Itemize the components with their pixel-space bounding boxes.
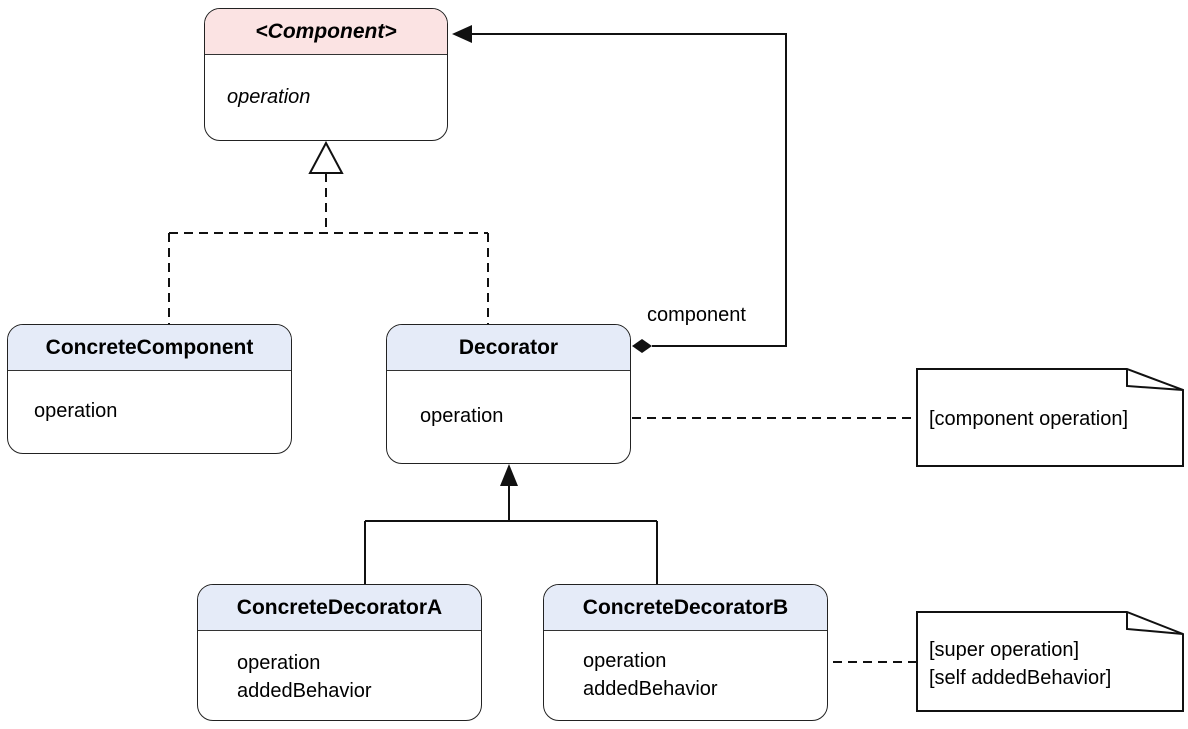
concrete-decorator-b-class-box: ConcreteDecoratorB — [543, 584, 828, 721]
note-decorator-b — [916, 611, 1184, 712]
note-decorator — [916, 368, 1184, 467]
decorator-class-title: Decorator — [387, 325, 630, 371]
decorator-operation: operation — [420, 405, 504, 427]
concrete-decorator-a-added-behavior: addedBehavior — [237, 680, 372, 702]
aggregation-connector — [470, 33, 787, 347]
concrete-decorator-b-added-behavior: addedBehavior — [583, 678, 718, 700]
aggregation-diamond — [632, 339, 652, 353]
concrete-component-class-title: ConcreteComponent — [8, 325, 291, 371]
realization-connector — [168, 173, 489, 324]
inheritance-connector — [364, 484, 658, 584]
decorator-class-box: Decorator — [386, 324, 631, 464]
note-decorator-b-line1: [super operation] — [929, 639, 1080, 661]
realization-arrowhead — [308, 140, 344, 174]
component-operation: operation — [227, 86, 311, 108]
association-label: component — [647, 304, 746, 326]
concrete-decorator-a-class-title: ConcreteDecoratorA — [198, 585, 481, 631]
note-decorator-b-line2: [self addedBehavior] — [929, 667, 1112, 689]
component-class-box: <Component> operation — [204, 8, 448, 141]
note-decorator-text: [component operation] — [929, 408, 1129, 430]
component-class-title: <Component> — [205, 9, 447, 55]
concrete-decorator-b-class-title: ConcreteDecoratorB — [544, 585, 827, 631]
concrete-component-operation: operation — [34, 400, 118, 422]
concrete-decorator-a-operation: operation — [237, 652, 321, 674]
concrete-decorator-a-class-box: ConcreteDecoratorA operation addedBehavi… — [197, 584, 482, 721]
concrete-decorator-b-operation: operation — [583, 650, 667, 672]
inheritance-arrowhead — [500, 464, 518, 486]
concrete-component-class-box: ConcreteComponent operation — [7, 324, 292, 454]
aggregation-arrowhead — [452, 25, 472, 43]
